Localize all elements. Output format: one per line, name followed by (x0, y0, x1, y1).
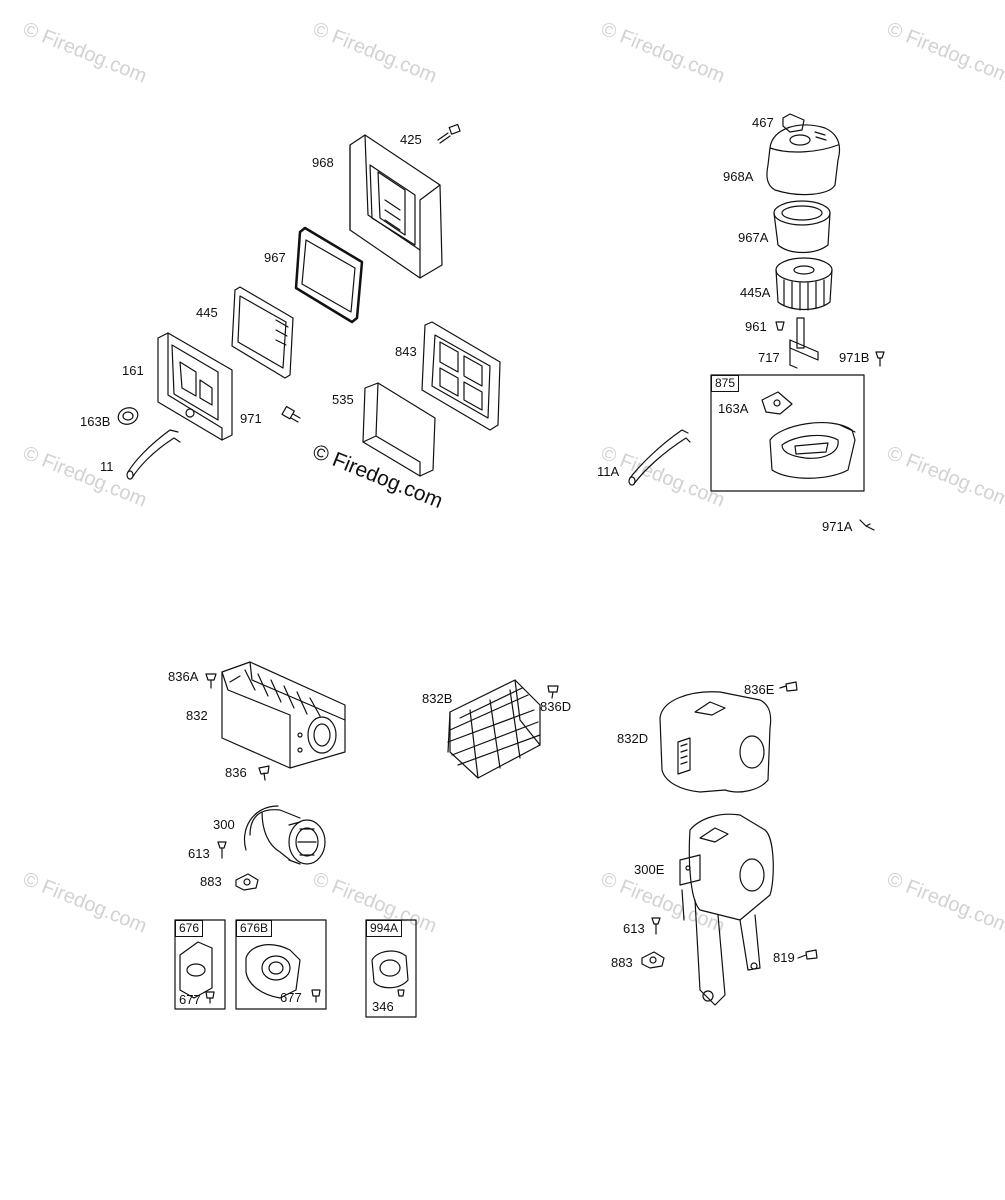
callout-971B: 971B (839, 350, 870, 365)
part-836-screw (258, 765, 270, 781)
part-11-tube (126, 429, 181, 480)
part-967A-sleeve (773, 200, 831, 254)
part-836D-screw (547, 685, 559, 699)
callout-971: 971 (240, 411, 262, 426)
callout-836D: 836D (540, 699, 572, 714)
kit-label-875: 875 (711, 375, 740, 393)
callout-467: 467 (752, 115, 774, 130)
callout-445A: 445A (740, 285, 771, 300)
callout-836E: 836E (744, 682, 775, 697)
kit-676-box (174, 919, 226, 1010)
callout-968A: 968A (723, 169, 754, 184)
callout-11: 11 (100, 459, 114, 474)
part-832-guard (221, 661, 346, 769)
part-445-precleaner (231, 286, 294, 379)
part-613b-screw (651, 917, 661, 935)
callout-535: 535 (332, 392, 354, 407)
callout-677-b: 677 (280, 990, 302, 1005)
part-971A-screw (859, 519, 875, 531)
callout-843: 843 (395, 344, 417, 359)
callout-163A: 163A (718, 401, 749, 416)
callout-425: 425 (400, 132, 422, 147)
callout-613: 613 (188, 846, 210, 861)
callout-836: 836 (225, 765, 247, 780)
callout-832B: 832B (422, 691, 453, 706)
part-832B-guard (447, 679, 541, 779)
callout-961: 961 (745, 319, 767, 334)
part-11A-tube (628, 429, 691, 486)
part-883b-gasket (641, 951, 665, 969)
part-836A-screw (205, 673, 217, 689)
callout-445: 445 (196, 305, 218, 320)
part-836E-screw (779, 681, 798, 692)
kit-676B-box (235, 919, 327, 1010)
callout-300: 300 (213, 817, 235, 832)
part-883-gasket (235, 873, 259, 891)
part-832D-cover (659, 691, 772, 793)
kit-label-994A: 994A (366, 920, 403, 938)
part-717-bracket (789, 317, 819, 369)
part-300-muffler (244, 805, 326, 865)
callout-883-b: 883 (611, 955, 633, 970)
kit-label-676: 676 (175, 920, 204, 938)
callout-971A: 971A (822, 519, 853, 534)
kit-875-box (710, 374, 865, 492)
callout-717: 717 (758, 350, 780, 365)
callout-968: 968 (312, 155, 334, 170)
part-968-cover (349, 134, 443, 279)
callout-967A: 967A (738, 230, 769, 245)
part-613-screw (217, 841, 227, 859)
part-163B-gasket (117, 407, 139, 425)
callout-832D: 832D (617, 731, 649, 746)
part-967-filter (294, 226, 364, 324)
callout-300E: 300E (634, 862, 665, 877)
part-300E-muffler (679, 813, 774, 1006)
part-971B-screw (875, 351, 885, 367)
callout-163B: 163B (80, 414, 111, 429)
part-971-screw (281, 405, 301, 423)
part-968A-cover (766, 124, 841, 196)
part-467-knob (782, 113, 805, 133)
callout-883: 883 (200, 874, 222, 889)
callout-346: 346 (372, 999, 394, 1014)
callout-11A: 11A (597, 464, 620, 479)
part-445A-element (775, 257, 833, 311)
callout-967: 967 (264, 250, 286, 265)
callout-832: 832 (186, 708, 208, 723)
callout-836A: 836A (168, 669, 199, 684)
callout-677-a: 677 (179, 992, 201, 1007)
kit-label-676B: 676B (236, 920, 273, 938)
part-535-foam (362, 382, 436, 477)
part-161-base (157, 332, 233, 441)
part-819-screw (797, 949, 818, 960)
part-425-screw (437, 123, 461, 144)
callout-613-b: 613 (623, 921, 645, 936)
part-843-frame (421, 321, 501, 431)
callout-819: 819 (773, 950, 795, 965)
callout-161: 161 (122, 363, 144, 378)
part-961-screw (775, 321, 785, 331)
